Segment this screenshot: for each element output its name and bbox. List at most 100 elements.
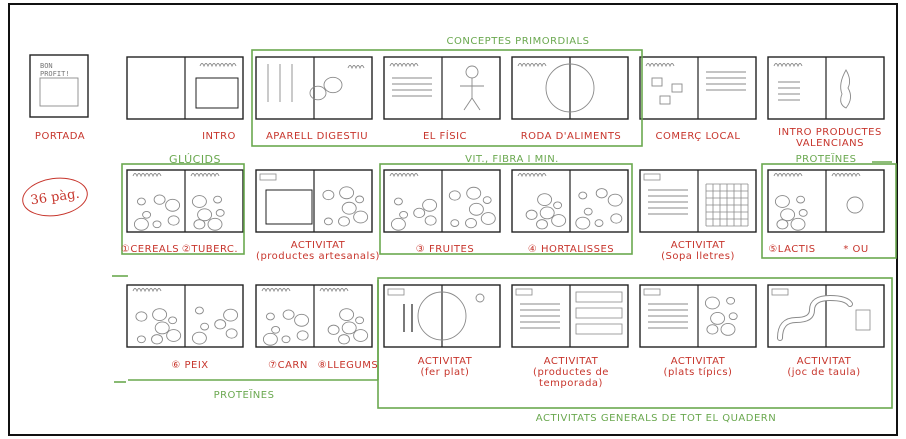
food-items: [327, 324, 340, 335]
spread-peix-title: [132, 288, 162, 293]
food-items: [355, 316, 365, 325]
food-items: [448, 190, 461, 201]
food-items: [710, 311, 726, 325]
food-items: [133, 217, 149, 231]
storyboard-frame: [8, 3, 898, 436]
food-items: [153, 194, 166, 205]
food-items: [142, 210, 152, 219]
food-items: [167, 215, 180, 226]
food-items: [728, 312, 738, 321]
label-llegums: ⑧LLEGUMS: [317, 360, 379, 371]
food-items: [413, 207, 426, 219]
spread-intro-title: [199, 63, 237, 68]
food-items: [780, 208, 796, 222]
valencia-map: [840, 69, 851, 109]
food-items: [353, 210, 369, 224]
food-items: [339, 186, 355, 200]
food-items: [223, 308, 239, 322]
label-ou: * OU: [843, 244, 869, 255]
figure-leg: [463, 97, 473, 111]
label-el-fisic: EL FÍSIC: [422, 131, 468, 142]
cover-text: BON PROFIT!: [40, 62, 70, 78]
section-proteines-bottom-label: PROTEÏNES: [213, 390, 275, 401]
food-items: [726, 296, 736, 305]
food-items: [595, 188, 608, 199]
spread-lactis-title: [773, 173, 803, 178]
spread-fisic-title: [389, 63, 419, 68]
activity-tag: [387, 288, 405, 296]
food-items: [194, 306, 204, 315]
food-items: [191, 331, 207, 345]
food-items: [583, 207, 593, 216]
board-game-path-inner: [778, 295, 852, 340]
label-activitat-tipics: ACTIVITAT (plats típics): [663, 356, 733, 378]
label-tuberc: ②TUBERC.: [181, 244, 239, 255]
spread-aparell-title: [347, 65, 365, 70]
food-items: [197, 208, 213, 222]
label-activitat-sopa: ACTIVITAT (Sopa lletres): [661, 240, 735, 262]
food-items: [152, 308, 168, 321]
food-items: [798, 209, 808, 217]
food-items: [578, 191, 588, 200]
food-items: [393, 197, 403, 206]
activity-tag: [515, 288, 533, 296]
food-items: [215, 209, 225, 217]
group-conceptes-primordials: [251, 49, 643, 147]
spread-productes-title: [773, 63, 803, 68]
board-game-card: [855, 309, 871, 331]
food-items: [450, 219, 460, 227]
digestive-organ: [309, 85, 327, 101]
food-items: [424, 215, 437, 226]
spread-hortalisses-title: [517, 173, 547, 178]
food-items: [551, 214, 567, 227]
food-items: [338, 334, 350, 345]
shop-icon: [671, 83, 683, 93]
label-fruites: ③ FRUITES: [415, 244, 475, 255]
food-items: [790, 217, 806, 231]
food-items: [465, 217, 477, 229]
label-carn: ⑦CARN: [268, 360, 308, 371]
digestive-organ: [323, 76, 343, 94]
food-items: [225, 328, 238, 339]
label-activitat-plat: ACTIVITAT (fer plat): [417, 356, 473, 378]
season-row: [575, 323, 623, 335]
food-items: [262, 332, 278, 346]
spread-comerc-title: [645, 63, 675, 68]
food-items: [191, 195, 207, 208]
food-items: [706, 324, 719, 335]
spread-intro-image: [195, 77, 239, 109]
food-items: [136, 335, 146, 344]
food-items: [136, 197, 146, 206]
food-items: [536, 219, 548, 230]
food-items: [165, 198, 181, 212]
shop-icon: [651, 77, 663, 87]
egg-drawing: [846, 196, 864, 214]
food-items: [207, 217, 223, 231]
group-glucids: [121, 163, 245, 255]
spread-llegums-title: [319, 288, 349, 293]
food-items: [281, 335, 291, 344]
label-hortalisses: ④ HORTALISSES: [527, 244, 615, 255]
food-items: [525, 209, 538, 220]
spread-tuberc-title: [190, 173, 220, 178]
food-items: [475, 293, 485, 303]
food-items: [154, 321, 170, 335]
food-items: [166, 329, 182, 342]
food-items: [575, 216, 591, 230]
food-items: [796, 195, 806, 204]
food-items: [193, 219, 206, 230]
food-items: [282, 309, 295, 320]
food-items: [265, 312, 275, 321]
food-items: [607, 193, 623, 207]
food-items: [323, 217, 333, 226]
section-vit-fibra-label: VIT., FIBRA I MIN.: [465, 154, 559, 165]
activity-tag: [643, 173, 661, 181]
food-items: [468, 202, 484, 216]
food-items: [341, 201, 357, 215]
spread-ou-title: [831, 173, 861, 178]
food-items: [355, 195, 365, 204]
food-items: [480, 212, 496, 225]
label-portada: PORTADA: [34, 131, 86, 142]
group-vit-fibra-min: [379, 163, 633, 255]
